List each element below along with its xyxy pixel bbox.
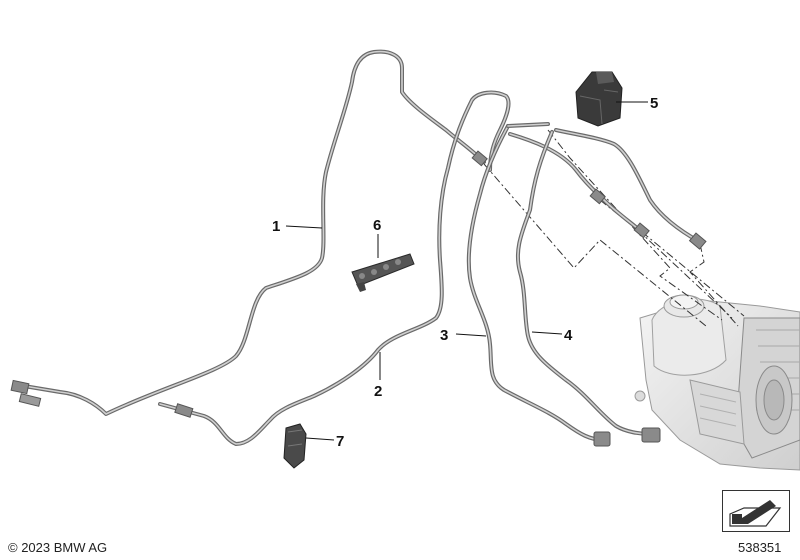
- copyright-text: © 2023 BMW AG: [8, 540, 108, 555]
- brake-line-2: [158, 90, 511, 446]
- callout-leader-7: [305, 437, 335, 441]
- callout-label-1: 1: [272, 218, 280, 235]
- callout-leader-3: [455, 333, 487, 337]
- diagram-reference-number: 538351: [738, 540, 782, 555]
- direction-arrow-icon: [722, 490, 790, 532]
- pipe-clip-multi: [351, 253, 415, 292]
- callout-label-6: 6: [373, 217, 381, 234]
- callout-leaders: [285, 101, 648, 441]
- master-cylinder-assembly: [634, 294, 800, 471]
- brake-line-4: [515, 128, 707, 443]
- callout-label-2: 2: [374, 383, 382, 400]
- callout-label-3: 3: [440, 327, 448, 344]
- callout-label-4: 4: [564, 327, 573, 344]
- callout-leader-4: [531, 331, 563, 335]
- brake-line-3: [466, 122, 644, 447]
- callout-label-7: 7: [336, 433, 344, 450]
- callout-leader-1: [285, 225, 323, 229]
- pipe-clip-small: [283, 423, 307, 469]
- connector-block: [575, 71, 623, 127]
- callout-labels: 1 2 3 4 5 6 7: [272, 95, 658, 450]
- callout-label-5: 5: [650, 95, 658, 112]
- brake-line-1: [10, 49, 488, 416]
